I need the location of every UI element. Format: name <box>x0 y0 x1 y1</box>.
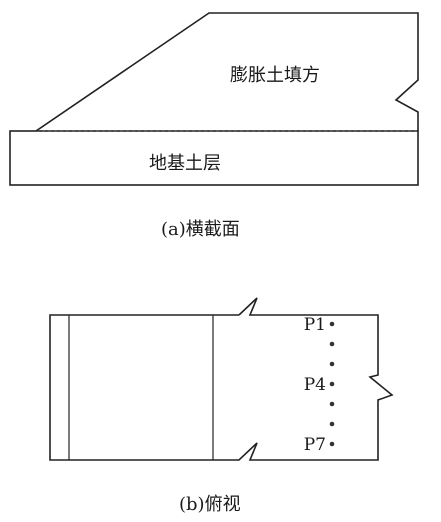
foundation-label: 地基土层 <box>149 153 221 174</box>
fill-label: 膨胀土填方 <box>230 65 320 86</box>
measurement-point-label: P7 <box>304 435 326 455</box>
measurement-point <box>329 341 335 347</box>
section-caption: (a)横截面 <box>161 219 240 240</box>
measurement-point <box>329 421 335 427</box>
measurement-point <box>329 401 335 407</box>
plan-outline <box>49 297 394 461</box>
embankment-fill-outline <box>35 12 419 132</box>
plan-caption: (b)俯视 <box>179 494 241 515</box>
measurement-point <box>329 321 335 327</box>
measurement-point <box>329 441 335 447</box>
cross-section-view: 膨胀土填方 地基土层 (a)横截面 <box>9 12 419 240</box>
measurement-point-label: P4 <box>304 375 326 395</box>
foundation-layer-outline <box>9 130 419 186</box>
measurement-point <box>329 361 335 367</box>
measurement-point <box>329 381 335 387</box>
measurement-point-label: P1 <box>304 315 326 335</box>
